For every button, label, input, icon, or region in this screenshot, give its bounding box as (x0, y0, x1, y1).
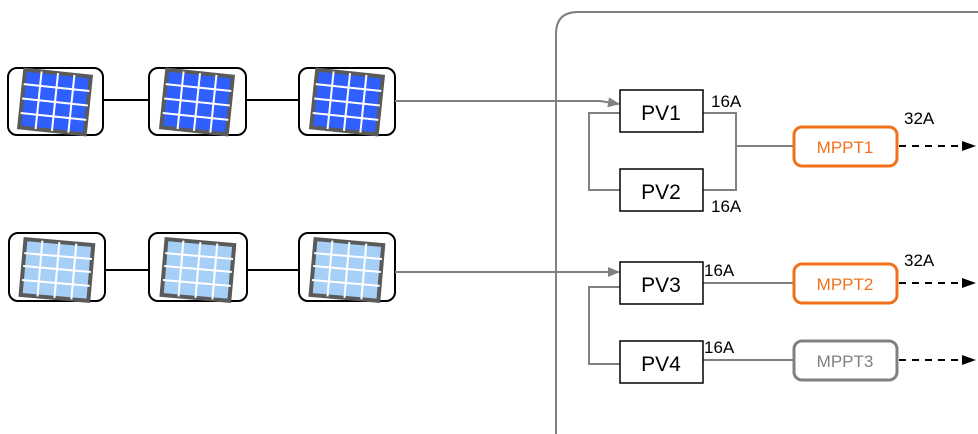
mppt1-label: MPPT1 (817, 138, 874, 157)
pv1-label: PV1 (641, 102, 681, 125)
solar-panel-icon (7, 67, 104, 137)
pv3-input-box: PV3 (619, 261, 704, 305)
pv1-pv2-left-bridge (588, 112, 620, 191)
mppt3-label: MPPT3 (817, 352, 874, 371)
mppt2-current-label: 32A (904, 251, 935, 270)
pv2-input-box: PV2 (619, 168, 704, 212)
mppt2-label: MPPT2 (817, 275, 874, 294)
pv3-current-label: 16A (704, 261, 735, 280)
pv3-label: PV3 (641, 274, 681, 297)
inverter-enclosure (555, 11, 978, 434)
string-1-feed-arrow (395, 97, 620, 108)
pv3-pv4-left-bridge (588, 286, 620, 365)
pv1-pv2-right-bridge (703, 112, 737, 191)
mppt1-box: MPPT1 (792, 125, 899, 168)
pv1-current-label: 16A (711, 92, 742, 111)
pv1-input-box: PV1 (619, 89, 704, 133)
pv4-input-box: PV4 (619, 340, 704, 384)
pv2-current-label: 16A (711, 197, 742, 216)
mppt3-box: MPPT3 (792, 339, 899, 382)
pv-string-1 (7, 67, 396, 137)
solar-panel-icon (8, 232, 106, 304)
pv-string-2 (8, 232, 396, 304)
solar-panel-icon (148, 67, 247, 137)
pv2-label: PV2 (641, 181, 681, 204)
mppt2-box: MPPT2 (792, 262, 899, 305)
solar-panel-icon (298, 67, 396, 137)
pv4-label: PV4 (641, 353, 681, 376)
mppt1-current-label: 32A (904, 109, 935, 128)
pv4-current-label: 16A (704, 338, 735, 357)
solar-panel-icon (148, 232, 248, 304)
solar-panel-icon (298, 232, 396, 304)
